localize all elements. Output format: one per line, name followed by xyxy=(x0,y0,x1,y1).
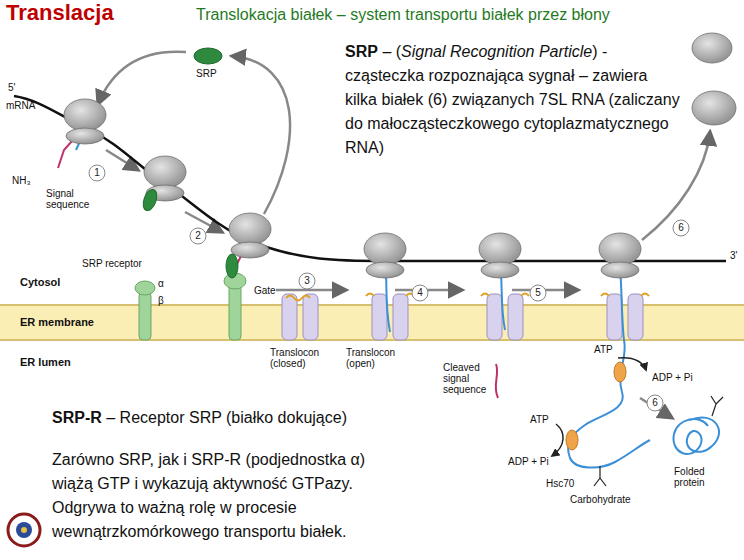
translocon xyxy=(372,294,408,340)
slide-subtitle: Translokacja białek – system transportu … xyxy=(196,6,610,24)
region-label: Cytosol xyxy=(20,276,60,288)
srp-receptor xyxy=(135,273,246,340)
callout-number: 4 xyxy=(412,285,428,301)
text-block: SRP-R– Receptor SRP (białko dokujące) xyxy=(52,406,392,430)
region-label: ER membrane xyxy=(20,316,94,328)
part-label: Translocon (closed) xyxy=(270,347,330,369)
srp-text: Signal Recognition Particle xyxy=(401,43,592,60)
region-label: ER lumen xyxy=(20,356,71,368)
note-text: Zarówno SRP, jak i SRP-R (podjednostka α… xyxy=(52,451,365,540)
translocon xyxy=(487,294,523,340)
callout-number: 1 xyxy=(89,165,105,181)
part-label: 3' xyxy=(730,250,737,261)
srp-text: – ( xyxy=(382,43,401,60)
srpr-text: – Receptor SRP (białko dokujące) xyxy=(106,409,347,426)
translocon xyxy=(282,294,318,340)
srp-heading: SRP xyxy=(345,43,378,60)
molecule-label: ATP xyxy=(530,414,549,425)
part-label: Gate xyxy=(254,285,276,296)
university-logo xyxy=(8,514,40,546)
text-block: Zarówno SRP, jak i SRP-R (podjednostka α… xyxy=(52,448,390,544)
part-label: Carbohydrate xyxy=(570,494,631,505)
text-block: SRP– (Signal Recognition Particle) - czą… xyxy=(345,40,683,160)
part-label: Translocon (open) xyxy=(346,347,406,369)
folded-protein xyxy=(673,417,719,454)
part-label: mRNA xyxy=(6,100,35,111)
slide-title: Translacja xyxy=(6,0,114,26)
molecule-label: ATP xyxy=(594,344,613,355)
callout-number: 6 xyxy=(647,395,663,411)
subunit-label: β xyxy=(158,295,164,306)
molecule-label: ADP + Pi xyxy=(652,372,693,383)
part-label: NH₃ xyxy=(12,175,31,186)
part-label: Hsc70 xyxy=(546,478,574,489)
part-label: Signal sequence xyxy=(46,188,98,210)
part-label: Folded protein xyxy=(674,466,724,488)
srpr-heading: SRP-R xyxy=(52,409,102,426)
callout-number: 3 xyxy=(299,273,315,289)
molecule-label: ADP + Pi xyxy=(508,456,549,467)
part-label: SRP xyxy=(196,68,217,79)
subunit-label: α xyxy=(158,278,164,289)
part-label: Cleaved signal sequence xyxy=(443,362,493,395)
callout-number: 5 xyxy=(530,285,546,301)
part-label: SRP receptor xyxy=(82,258,142,269)
translocon xyxy=(607,294,643,340)
srp-particle xyxy=(141,48,238,278)
callout-number: 2 xyxy=(190,228,206,244)
callout-number: 6 xyxy=(673,220,689,236)
polypeptide-chain xyxy=(568,262,650,468)
part-label: 5' xyxy=(8,82,15,93)
